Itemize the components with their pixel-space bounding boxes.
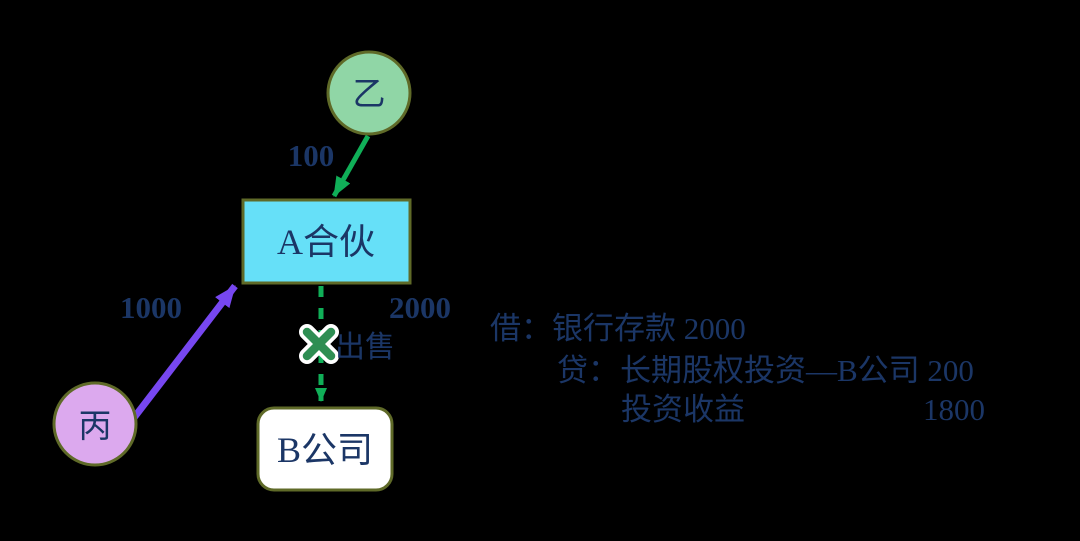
node-a-rect xyxy=(241,198,412,285)
node-b-label: B公司 xyxy=(277,430,373,470)
node-bing-circle xyxy=(52,381,138,467)
journal-credit-account: 长期股权投资—B公司 200 xyxy=(620,353,974,388)
node-yi-label: 乙 xyxy=(353,77,386,113)
journal-debit-prefix: 借： xyxy=(490,311,552,346)
label-yi-contribution: 100 xyxy=(288,138,335,173)
label-bing-contribution: 1000 xyxy=(120,290,182,325)
label-sale-action: 出售 xyxy=(335,331,395,364)
cross-out-icon xyxy=(299,324,339,364)
label-sale-amount: 2000 xyxy=(389,290,451,325)
node-a-label: A合伙 xyxy=(277,222,375,262)
journal-credit2-amount: 1800 xyxy=(923,392,985,427)
arrow-yi-to-a xyxy=(331,134,371,198)
node-bing-label: 丙 xyxy=(79,409,112,445)
journal-debit-account: 银行存款 2000 xyxy=(552,311,746,346)
node-yi-circle xyxy=(326,50,412,136)
journal-credit-prefix: 贷： xyxy=(557,353,619,388)
journal-credit2-account: 投资收益 xyxy=(621,392,745,427)
node-b-rect xyxy=(256,406,394,492)
arrow-bing-to-a xyxy=(130,283,238,422)
journal-entry: 借： 银行存款 2000 贷： 长期股权投资—B公司 200 投资收益 1800 xyxy=(490,311,985,427)
